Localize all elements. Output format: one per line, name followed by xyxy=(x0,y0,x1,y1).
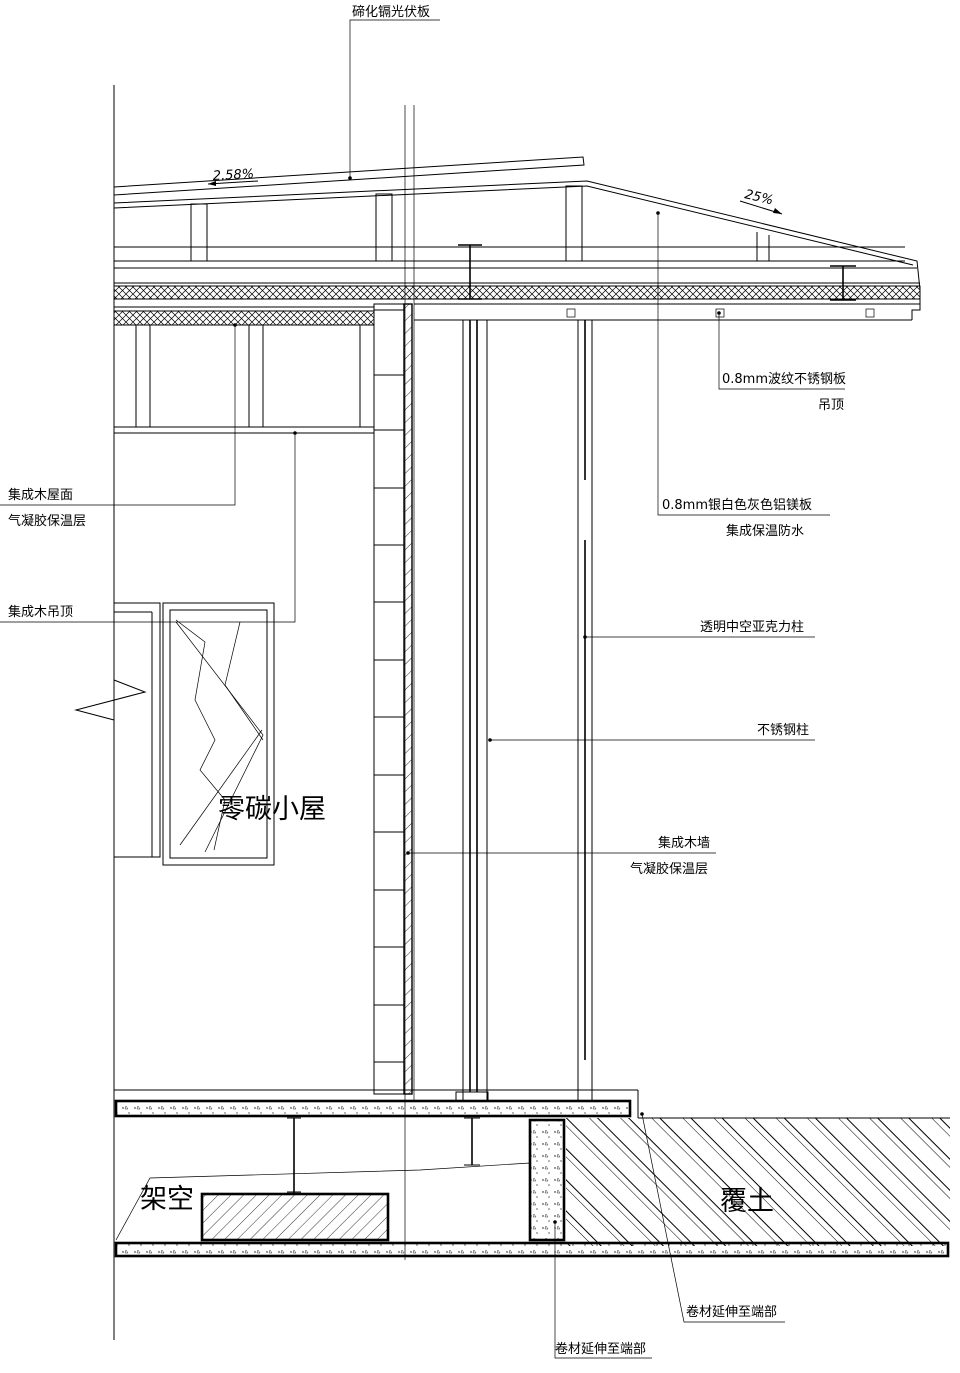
aerogel-wall-label: 气凝胶保温层 xyxy=(630,861,708,877)
acrylic-column xyxy=(577,320,593,1100)
roof-assembly xyxy=(113,156,921,321)
pv-panel-label: 碲化镉光伏板 xyxy=(352,4,430,20)
bottom-slab xyxy=(114,1241,950,1258)
leader-roof-surface xyxy=(0,323,237,506)
leader-aluminum xyxy=(656,211,830,516)
insulation-waterproof-label: 集成保温防水 xyxy=(726,523,804,539)
steel-i-beam-1 xyxy=(458,244,482,300)
ceiling-right-label: 吊顶 xyxy=(818,398,844,413)
cabin-name-label: 零碳小屋 xyxy=(218,794,326,825)
steel-i-beam-2 xyxy=(830,265,856,301)
leader-membrane-bottom xyxy=(553,1220,652,1359)
soil-fill xyxy=(566,1118,950,1246)
leader-pv xyxy=(348,19,440,180)
foundation xyxy=(114,1089,950,1258)
acrylic-column-label: 透明中空亚克力柱 xyxy=(700,620,804,635)
cabin-window xyxy=(74,602,275,866)
retaining-wall xyxy=(528,1118,566,1242)
ground-slab xyxy=(114,1099,632,1118)
leader-acrylic xyxy=(583,635,815,639)
soil-cover-label: 覆土 xyxy=(720,1186,774,1217)
leader-membrane-right xyxy=(640,1112,785,1323)
steel-column-label: 不锈钢柱 xyxy=(757,723,809,738)
leader-timber-ceiling xyxy=(0,431,297,623)
roof-insulation xyxy=(113,285,921,300)
membrane-right-label: 卷材延伸至端部 xyxy=(686,1304,777,1320)
timber-wall xyxy=(373,303,413,1095)
timber-ceiling-label: 集成木吊顶 xyxy=(8,604,73,620)
steel-column xyxy=(462,320,488,1100)
cabin-roof xyxy=(113,306,375,434)
raised-label: 架空 xyxy=(140,1184,194,1215)
slope-right-label: 25% xyxy=(743,187,775,208)
aluminum-panel-label: 0.8mm银白色灰色铝镁板 xyxy=(662,497,812,513)
membrane-bottom-label: 卷材延伸至端部 xyxy=(555,1341,646,1357)
pv-panel xyxy=(113,156,585,196)
slope-left-label: 2.58% xyxy=(212,167,254,184)
leader-stainless xyxy=(717,311,845,390)
roof-surface-label: 集成木屋面 xyxy=(8,487,73,503)
wall-insulation xyxy=(403,303,413,1095)
stainless-panel-label: 0.8mm波纹不锈钢板 xyxy=(722,372,846,387)
leader-timber-wall xyxy=(406,851,716,855)
concrete-pier xyxy=(200,1192,390,1242)
aerogel-roof-label: 气凝胶保温层 xyxy=(8,513,86,529)
timber-wall-label: 集成木墙 xyxy=(658,835,710,851)
leader-steel xyxy=(488,738,815,742)
